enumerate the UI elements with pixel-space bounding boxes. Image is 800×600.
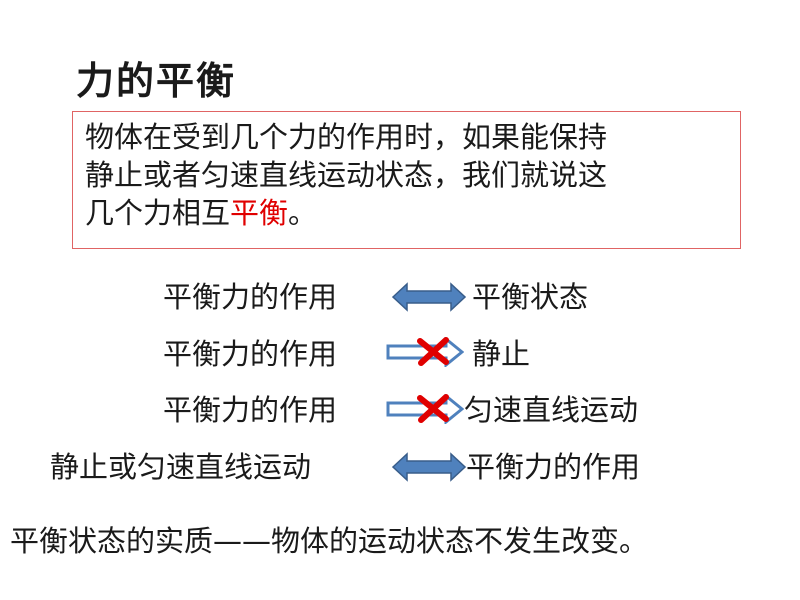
relation-4-left: 静止或匀速直线运动 <box>50 450 312 484</box>
definition-end-mark: 。 <box>288 196 318 230</box>
relation-1-right: 平衡状态 <box>472 280 589 314</box>
cross-mark-icon <box>417 394 449 423</box>
relation-2-right: 静止 <box>472 337 531 371</box>
relation-3-right: 匀速直线运动 <box>464 393 639 427</box>
summary-text: 平衡状态的实质——物体的运动状态不发生改变。 <box>10 524 649 558</box>
relation-4-right: 平衡力的作用 <box>466 450 641 484</box>
double-arrow-icon <box>392 282 466 312</box>
definition-line-2: 静止或者匀速直线运动状态，我们就说这 <box>85 158 608 192</box>
page-title: 力的平衡 <box>76 59 237 103</box>
relation-2-left: 平衡力的作用 <box>163 337 338 371</box>
single-arrow-icon <box>386 337 464 367</box>
single-arrow-icon <box>386 394 464 424</box>
definition-line-1: 物体在受到几个力的作用时，如果能保持 <box>85 120 608 154</box>
double-arrow-icon <box>392 452 466 482</box>
definition-box: 物体在受到几个力的作用时，如果能保持 静止或者匀速直线运动状态，我们就说这 几个… <box>72 111 741 249</box>
relation-3-left: 平衡力的作用 <box>163 393 338 427</box>
highlight-balance: 平衡 <box>230 196 289 230</box>
relation-1-left: 平衡力的作用 <box>163 280 338 314</box>
definition-line-3-text: 几个力相互 <box>85 196 231 230</box>
definition-line-3: 几个力相互平衡。 <box>85 194 730 232</box>
cross-mark-icon <box>417 337 449 366</box>
